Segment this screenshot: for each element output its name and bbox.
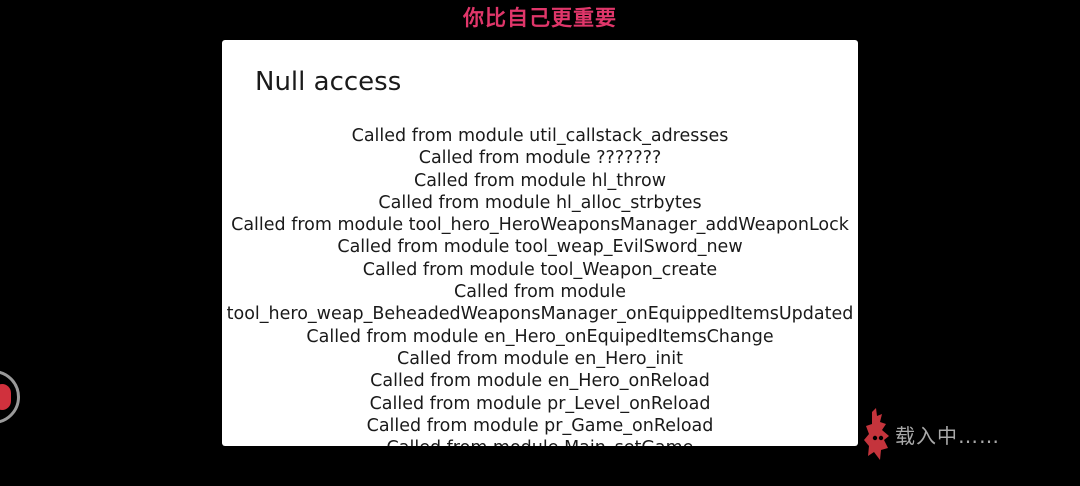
dead-cells-logo-icon <box>864 408 889 460</box>
callstack-line: Called from module hl_alloc_strbytes <box>378 192 702 213</box>
callstack-line: Called from module tool_hero_HeroWeapons… <box>231 215 849 236</box>
callstack-line: Called from module ??????? <box>418 148 662 169</box>
callstack-list[interactable]: Called from module util_callstack_adress… <box>222 125 858 446</box>
top-banner-text: 你比自己更重要 <box>463 6 617 30</box>
callstack-line: Called from module Main_setGame <box>222 437 858 446</box>
callstack-line: Called from module util_callstack_adress… <box>351 126 729 146</box>
callstack-line: Called from module en_Hero_init <box>396 348 683 369</box>
callstack-line: Called from module tool_Weapon_create <box>362 259 718 280</box>
loading-indicator: 载入中…… <box>864 408 1000 460</box>
callstack-line: Called from module <box>454 282 626 303</box>
loading-text: 载入中…… <box>895 423 1000 448</box>
callstack-line: Called from module en_Hero_onReload <box>370 371 710 392</box>
callstack-line: tool_hero_weap_BeheadedWeaponsManager_on… <box>226 304 854 325</box>
callstack-line: Called from module tool_weap_EvilSword_n… <box>337 237 743 258</box>
floating-assistant-dot <box>0 384 11 410</box>
dialog-title: Null access <box>255 67 402 97</box>
floating-assistant-icon[interactable] <box>0 370 20 424</box>
callstack-line: Called from module pr_Level_onReload <box>369 393 711 414</box>
callstack-line: Called from module hl_throw <box>413 170 667 191</box>
callstack-line: Called from module pr_Game_onReload <box>366 415 714 436</box>
error-dialog: Null access Called from module util_call… <box>222 40 858 446</box>
callstack-line: Called from module en_Hero_onEquipedItem… <box>306 326 774 347</box>
